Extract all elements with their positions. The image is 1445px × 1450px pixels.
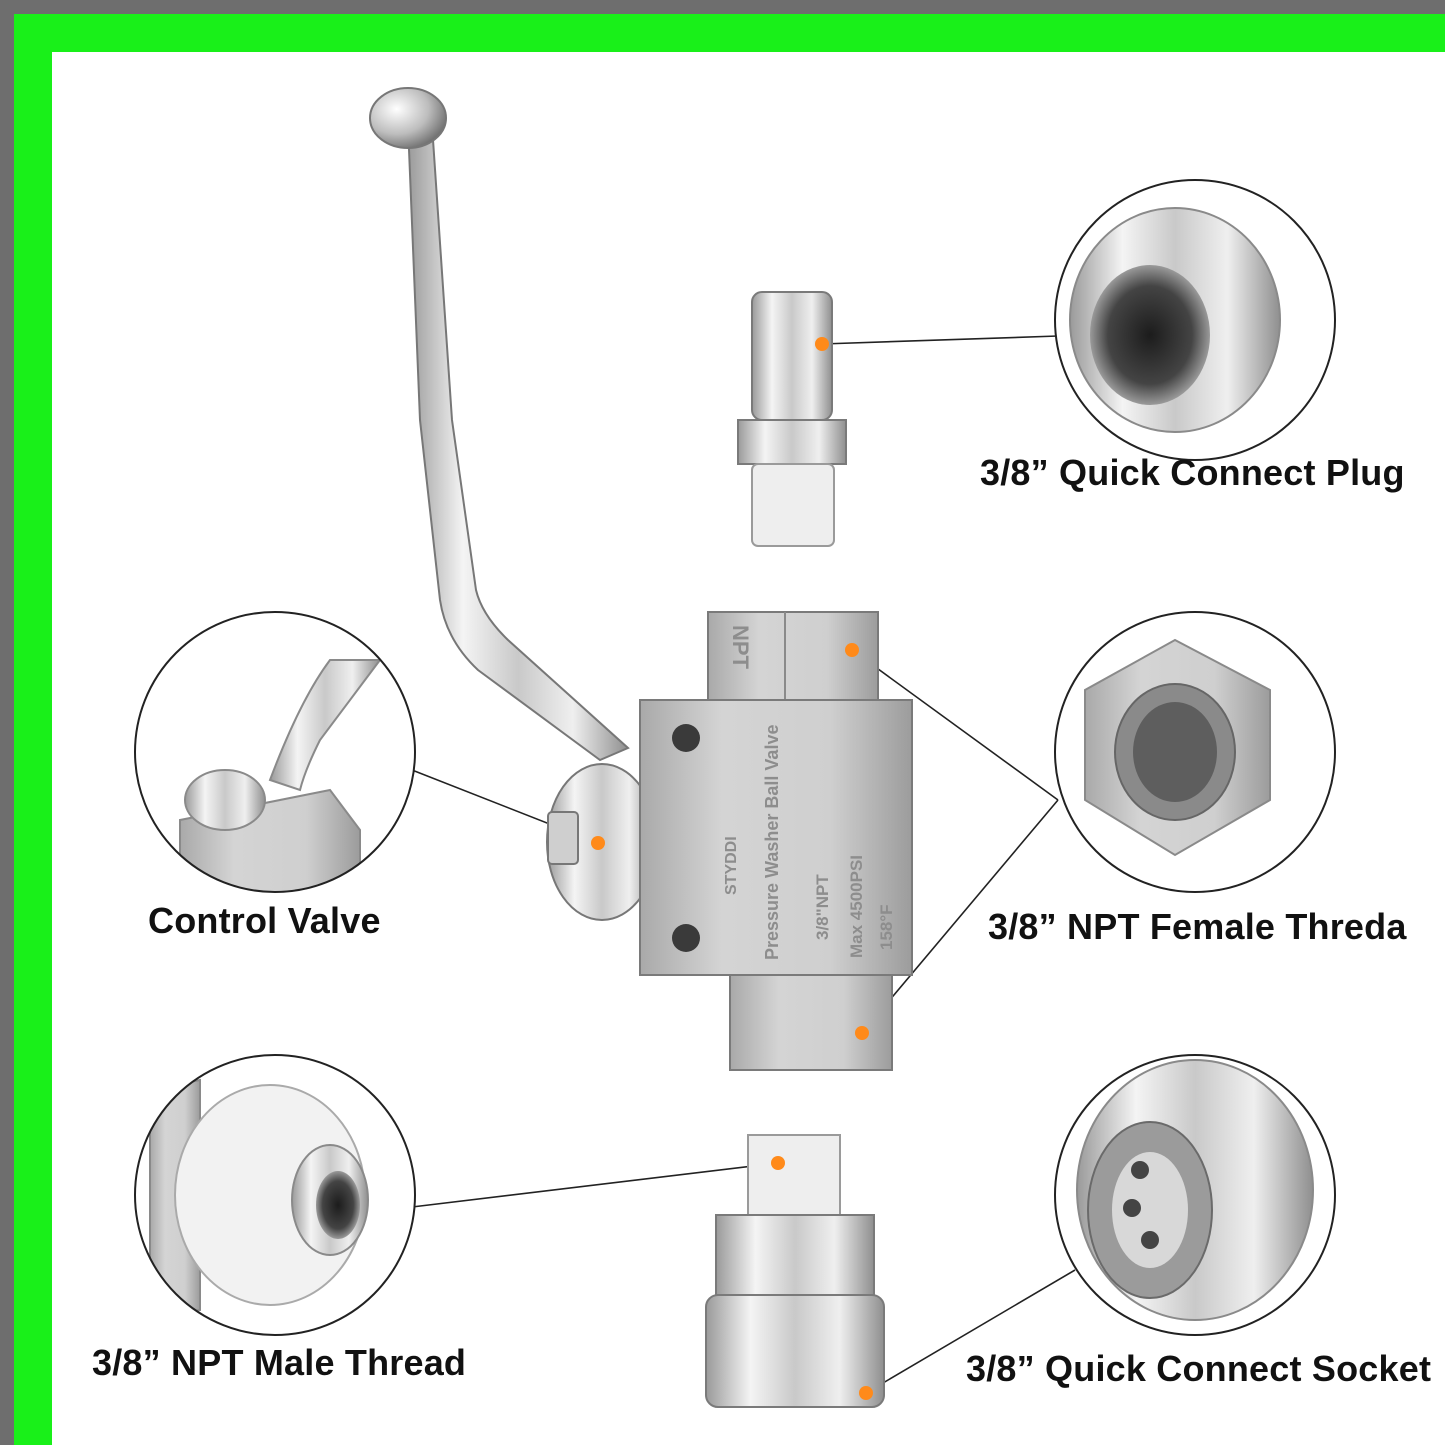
valve-body [639, 611, 913, 1071]
label-npt-female-thread: 3/8” NPT Female Threda [988, 906, 1407, 947]
leader-lines [411, 335, 1076, 1394]
engraving-temp: 158°F [877, 904, 896, 950]
label-npt-male-thread: 3/8” NPT Male Thread [92, 1342, 467, 1383]
engraving-pressure: Max 4500PSI [847, 855, 866, 958]
engraving-npt: NPT [728, 625, 753, 670]
leader-male [411, 1162, 779, 1208]
marker-socket [859, 1386, 873, 1400]
quick-connect-plug [737, 291, 847, 547]
detail-circle-female [1054, 611, 1336, 893]
valve-engraving: NPT STYDDI Pressure Washer Ball Valve 3/… [723, 625, 896, 960]
leader-plug [821, 335, 1059, 345]
marker-control [591, 836, 605, 850]
detail-circle-socket [1054, 1054, 1336, 1336]
engraving-name: Pressure Washer Ball Valve [762, 725, 782, 960]
detail-circle-plug [1054, 179, 1336, 461]
engraving-size: 3/8"NPT [813, 874, 832, 940]
label-quick-connect-socket: 3/8” Quick Connect Socket [966, 1348, 1432, 1389]
engraving-brand: STYDDI [723, 836, 740, 895]
orange-markers [591, 337, 873, 1400]
detail-circle-control [134, 611, 416, 893]
leader-socket [865, 1269, 1076, 1394]
label-control-valve: Control Valve [148, 900, 381, 941]
green-border [14, 14, 1445, 1445]
leader-female-top [851, 649, 1059, 801]
quick-connect-socket [705, 1134, 885, 1408]
valve-handle [369, 87, 630, 762]
label-quick-connect-plug: 3/8” Quick Connect Plug [980, 452, 1405, 493]
marker-male [771, 1156, 785, 1170]
leader-female-bottom [861, 799, 1059, 1034]
marker-plug [815, 337, 829, 351]
marker-female-top [845, 643, 859, 657]
marker-female-bottom [855, 1026, 869, 1040]
detail-circle-male [134, 1054, 416, 1336]
